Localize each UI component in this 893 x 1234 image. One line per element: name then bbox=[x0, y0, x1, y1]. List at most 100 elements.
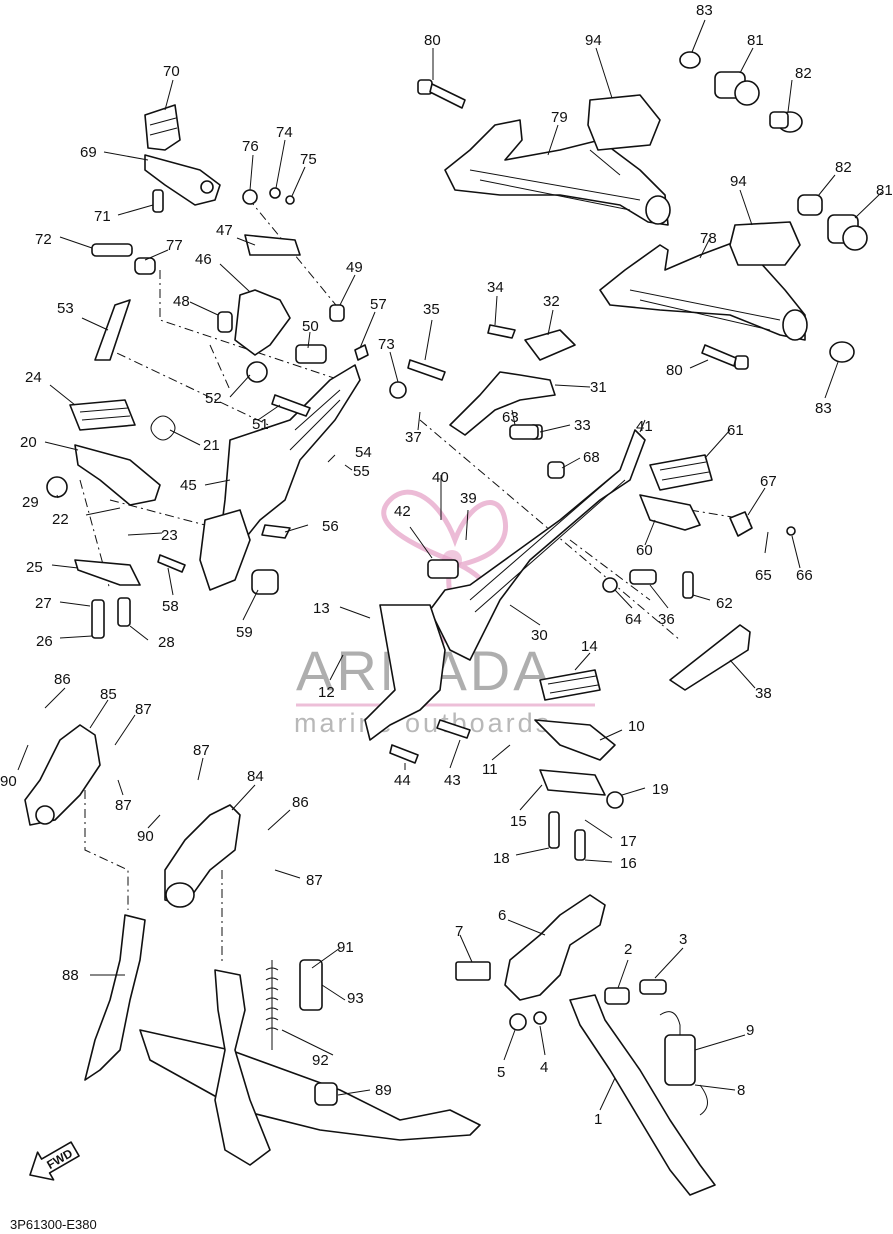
callout-80-lower: 80 bbox=[666, 362, 683, 379]
callout-53: 53 bbox=[57, 300, 74, 317]
callout-76: 76 bbox=[242, 138, 259, 155]
callout-55: 55 bbox=[353, 463, 370, 480]
callout-94-right: 94 bbox=[730, 173, 747, 190]
callout-54: 54 bbox=[355, 444, 372, 461]
callout-numbers: 80 94 83 81 82 79 94 82 81 78 80 83 70 6… bbox=[0, 2, 893, 1128]
callout-48: 48 bbox=[173, 293, 190, 310]
callout-75: 75 bbox=[300, 151, 317, 168]
callout-28: 28 bbox=[158, 634, 175, 651]
callout-50: 50 bbox=[302, 318, 319, 335]
callout-20: 20 bbox=[20, 434, 37, 451]
part-79-bracket bbox=[444, 94, 671, 226]
callout-52: 52 bbox=[205, 390, 222, 407]
callout-87-d: 87 bbox=[306, 872, 323, 889]
callout-12: 12 bbox=[318, 684, 335, 701]
callout-15: 15 bbox=[510, 813, 527, 830]
callout-33: 33 bbox=[574, 417, 591, 434]
callout-80-top: 80 bbox=[424, 32, 441, 49]
callout-27: 27 bbox=[35, 595, 52, 612]
callout-38: 38 bbox=[755, 685, 772, 702]
callout-56: 56 bbox=[322, 518, 339, 535]
callout-81-top: 81 bbox=[747, 32, 764, 49]
callout-91: 91 bbox=[337, 939, 354, 956]
callout-63: 63 bbox=[502, 409, 519, 426]
callout-47: 47 bbox=[216, 222, 233, 239]
callout-19: 19 bbox=[652, 781, 669, 798]
callout-18: 18 bbox=[493, 850, 510, 867]
callout-30: 30 bbox=[531, 627, 548, 644]
callout-25: 25 bbox=[26, 559, 43, 576]
callout-32: 32 bbox=[543, 293, 560, 310]
callout-94-top: 94 bbox=[585, 32, 602, 49]
callout-93: 93 bbox=[347, 990, 364, 1007]
callout-60: 60 bbox=[636, 542, 653, 559]
leader-lines bbox=[17, 19, 883, 1111]
assembly-guide-lines bbox=[79, 197, 751, 965]
callout-3: 3 bbox=[679, 931, 687, 948]
callout-43: 43 bbox=[444, 772, 461, 789]
callout-90-right: 90 bbox=[137, 828, 154, 845]
callout-35: 35 bbox=[423, 301, 440, 318]
callout-89: 89 bbox=[375, 1082, 392, 1099]
callout-65: 65 bbox=[755, 567, 772, 584]
callout-57: 57 bbox=[370, 296, 387, 313]
callout-24: 24 bbox=[25, 369, 42, 386]
callout-81-right: 81 bbox=[876, 182, 893, 199]
callout-41: 41 bbox=[636, 418, 653, 435]
fwd-arrow-icon: FWD bbox=[29, 1141, 80, 1181]
callout-6: 6 bbox=[498, 907, 506, 924]
callout-14: 14 bbox=[581, 638, 598, 655]
callout-86-left: 86 bbox=[54, 671, 71, 688]
callout-39: 39 bbox=[460, 490, 477, 507]
callout-26: 26 bbox=[36, 633, 53, 650]
callout-11: 11 bbox=[482, 761, 498, 778]
callout-90-left: 90 bbox=[0, 773, 17, 790]
callout-21: 21 bbox=[203, 437, 220, 454]
callout-42: 42 bbox=[394, 503, 411, 520]
part-78-bracket bbox=[599, 221, 808, 341]
callout-49: 49 bbox=[346, 259, 363, 276]
callout-70: 70 bbox=[163, 63, 180, 80]
callout-2: 2 bbox=[624, 941, 632, 958]
callout-85: 85 bbox=[100, 686, 117, 703]
callout-58: 58 bbox=[162, 598, 179, 615]
collar-group-top bbox=[679, 51, 803, 133]
callout-78: 78 bbox=[700, 230, 717, 247]
callout-34: 34 bbox=[487, 279, 504, 296]
part-69-footrest bbox=[144, 154, 221, 213]
callout-87-a: 87 bbox=[135, 701, 152, 718]
callout-67: 67 bbox=[760, 473, 777, 490]
callout-79: 79 bbox=[551, 109, 568, 126]
callout-87-b: 87 bbox=[193, 742, 210, 759]
callout-83-lower: 83 bbox=[815, 400, 832, 417]
callout-82-top: 82 bbox=[795, 65, 812, 82]
callout-77: 77 bbox=[166, 237, 183, 254]
callout-88: 88 bbox=[62, 967, 79, 984]
callout-37: 37 bbox=[405, 429, 422, 446]
callout-5: 5 bbox=[497, 1064, 505, 1081]
callout-87-c: 87 bbox=[115, 797, 132, 814]
callout-82-right: 82 bbox=[835, 159, 852, 176]
collar-group-right bbox=[797, 194, 868, 363]
bolt-80-lower bbox=[701, 344, 749, 370]
callout-16: 16 bbox=[620, 855, 637, 872]
callout-44: 44 bbox=[394, 772, 411, 789]
callout-22: 22 bbox=[52, 511, 69, 528]
callout-69: 69 bbox=[80, 144, 97, 161]
callout-86-right: 86 bbox=[292, 794, 309, 811]
callout-17: 17 bbox=[620, 833, 637, 850]
callout-64: 64 bbox=[625, 611, 642, 628]
callout-23: 23 bbox=[161, 527, 178, 544]
watermark-tagline: marine outboards bbox=[294, 708, 552, 738]
callout-51: 51 bbox=[252, 416, 269, 433]
bolt-80-top bbox=[417, 79, 466, 109]
callout-71: 71 bbox=[94, 208, 111, 225]
callout-45: 45 bbox=[180, 477, 197, 494]
callout-66: 66 bbox=[796, 567, 813, 584]
diagram-code: 3P61300-E380 bbox=[10, 1217, 97, 1232]
callout-68: 68 bbox=[583, 449, 600, 466]
callout-84: 84 bbox=[247, 768, 264, 785]
callout-31: 31 bbox=[590, 379, 607, 396]
callout-13: 13 bbox=[313, 600, 330, 617]
